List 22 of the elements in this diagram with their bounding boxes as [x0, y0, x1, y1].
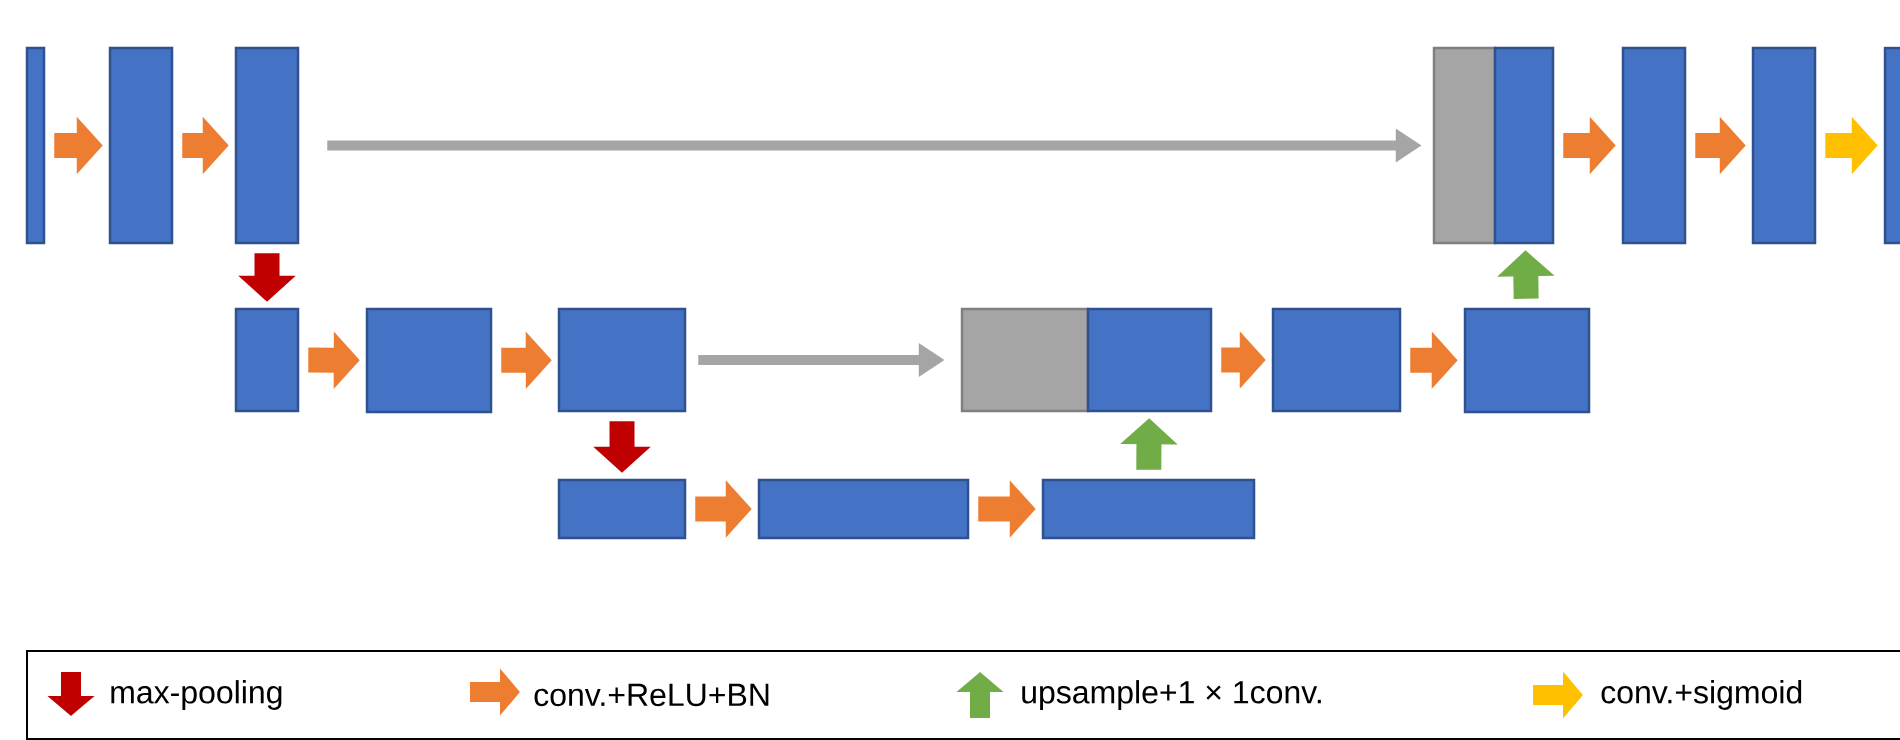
layer-block: [1751, 46, 1817, 245]
layer-block: [234, 46, 300, 245]
layer-block: [757, 478, 970, 540]
legend-label: conv.+ReLU+BN: [534, 683, 769, 707]
layer-block: [960, 307, 1090, 413]
layer-block: [1432, 46, 1497, 245]
layer-block: [1271, 307, 1402, 413]
layer-block: [108, 46, 174, 245]
layer-block: [1493, 46, 1555, 245]
layer-block: [557, 307, 687, 413]
layer-block: [365, 307, 493, 414]
legend-label: conv.+sigmoid: [1601, 680, 1802, 710]
legend-label: max-pooling: [111, 680, 282, 710]
layer-block: [557, 478, 687, 540]
legend-label: upsample+1 × 1conv.: [1022, 680, 1321, 710]
layer-block: [1621, 46, 1687, 245]
layer-block: [1463, 307, 1591, 414]
layer-block: [1086, 307, 1213, 413]
layer-block: [1883, 46, 1900, 245]
layer-block: [25, 46, 46, 245]
layer-block: [234, 307, 300, 413]
layer-block: [1041, 478, 1256, 540]
